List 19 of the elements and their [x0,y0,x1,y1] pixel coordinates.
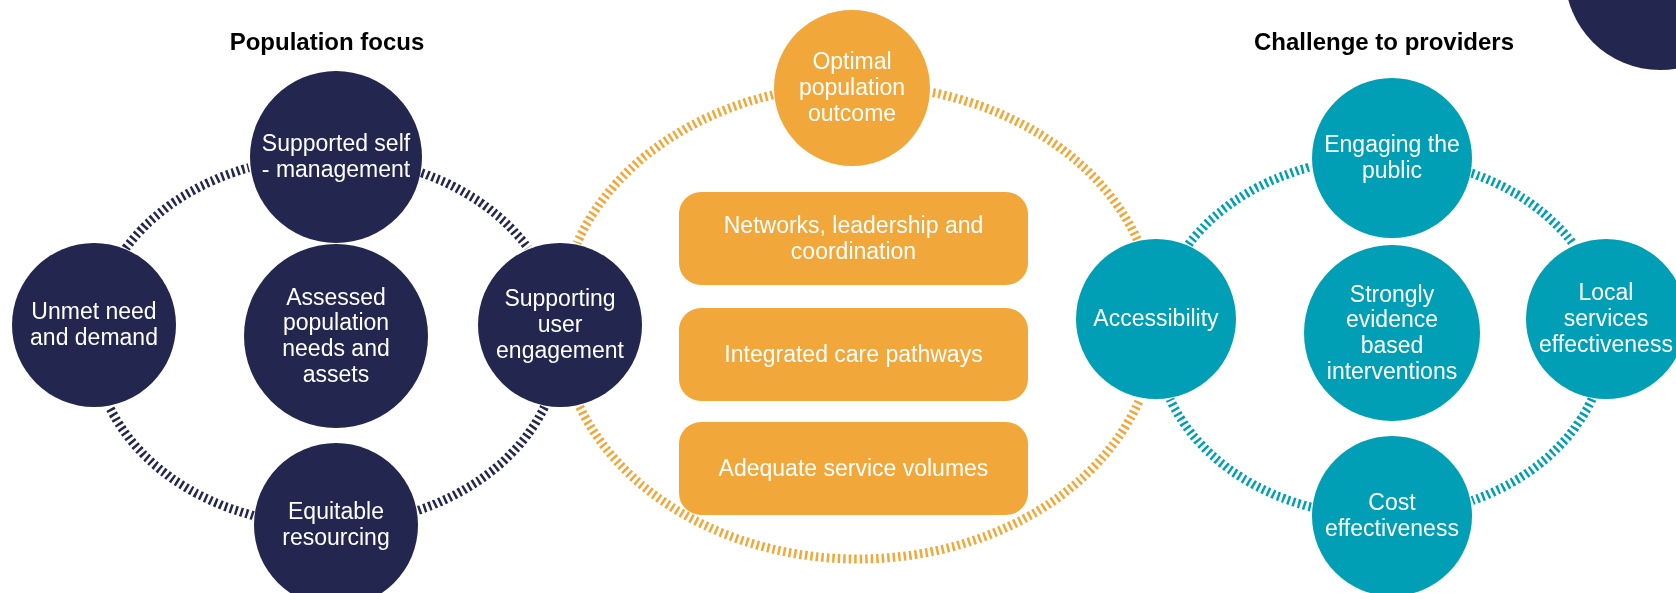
topic-circle: Equitable resourcing [254,443,418,593]
topic-circle: Supported self - management [250,71,422,243]
topic-circle: Optimal population outcome [774,10,930,166]
topic-circle: Unmet need and demand [12,243,176,407]
topic-circle: Cost effectiveness [1312,436,1472,593]
topic-circle: Engaging the public [1312,78,1472,238]
topic-circle: Local services effectiveness [1526,239,1676,399]
topic-circle: Supporting user engagement [478,243,642,407]
topic-box: Adequate service volumes [679,422,1028,515]
ring-arc [414,403,549,515]
topic-box: Integrated care pathways [679,308,1028,401]
topic-box: Networks, leadership and coordination [679,192,1028,285]
ring-arc [1468,395,1597,505]
group-heading: Challenge to providers [1253,28,1515,56]
group-heading: Population focus [229,28,425,56]
topic-circle: Assessed population needs and assets [244,244,428,428]
topic-circle: Accessibility [1076,239,1236,399]
ring-arc [121,163,253,253]
topic-circle: Strongly evidence based interventions [1304,245,1480,421]
